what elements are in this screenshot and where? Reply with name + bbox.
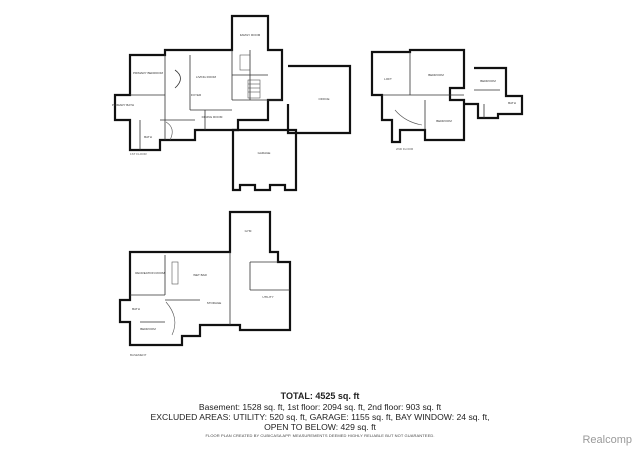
level-label-second-floor: 2ND FLOOR — [396, 147, 414, 151]
room-label-dining-room: DINING ROOM — [202, 115, 223, 119]
room-label-family-room: FAMILY ROOM — [240, 33, 261, 37]
room-label-primary-bath: PRIMARY BATH — [112, 103, 134, 107]
stairs-first-floor — [165, 79, 261, 141]
room-label-living-room: LIVING ROOM — [196, 75, 217, 79]
room-label-bath-basement: BATH — [132, 307, 140, 311]
room-label-storage: STORAGE — [207, 301, 222, 305]
second-floor-bedroom-wing — [464, 66, 524, 120]
room-label-bedroom-2nd-a: BEDROOM — [428, 73, 444, 77]
room-label-primary-bedroom: PRIMARY BEDROOM — [133, 71, 163, 75]
room-label-bath-2nd: BATH — [508, 101, 516, 105]
room-label-recreation-room: RECREATION ROOM — [135, 271, 165, 275]
wet-bar-counter — [171, 261, 179, 285]
room-label-garage: GARAGE — [258, 151, 271, 155]
side-wing-outline — [286, 64, 352, 135]
room-label-wet-bar: WET BAR — [193, 273, 207, 277]
basement-plan: RECREATION ROOM WET BAR GYM UTILITY STOR… — [118, 210, 292, 357]
realcomp-logo: Realcomp — [582, 434, 632, 446]
room-label-utility: UTILITY — [262, 295, 273, 299]
room-label-bedroom-basement: BEDROOM — [140, 327, 156, 331]
stairs-second-floor — [394, 109, 423, 126]
room-label-bedroom-2nd-c: BEDROOM — [480, 79, 496, 83]
kitchen-island — [239, 54, 251, 71]
room-label-gym: GYM — [245, 229, 252, 233]
stairs-basement — [165, 301, 176, 336]
total-area: TOTAL: 4525 sq. ft — [280, 391, 360, 401]
excluded-areas: EXCLUDED AREAS: UTILITY: 520 sq. ft, GAR… — [150, 412, 490, 422]
disclaimer: FLOOR PLAN CREATED BY CUBICASA APP. MEAS… — [205, 433, 435, 438]
area-breakdown: Basement: 1528 sq. ft, 1st floor: 2094 s… — [198, 402, 442, 412]
first-floor-outline — [113, 14, 284, 152]
room-label-office: OFFICE — [319, 97, 330, 101]
second-floor-outline — [370, 48, 466, 144]
second-floor-plan: LOFT BEDROOM BEDROOM BEDROOM BATH 2ND FL… — [370, 48, 524, 151]
room-label-bath: BATH — [144, 135, 152, 139]
room-label-bedroom-2nd-b: BEDROOM — [436, 119, 452, 123]
open-to-below: OPEN TO BELOW: 429 sq. ft — [264, 422, 376, 432]
level-label-first-floor: 1ST FLOOR — [130, 152, 147, 156]
garage-outline — [231, 128, 298, 192]
basement-outline — [118, 210, 292, 347]
level-label-basement: BASEMENT — [130, 353, 147, 357]
room-label-loft: LOFT — [384, 77, 392, 81]
first-floor-plan: PRIMARY BEDROOM PRIMARY BATH LIVING ROOM… — [112, 14, 352, 192]
room-label-foyer: FOYER — [191, 93, 202, 97]
